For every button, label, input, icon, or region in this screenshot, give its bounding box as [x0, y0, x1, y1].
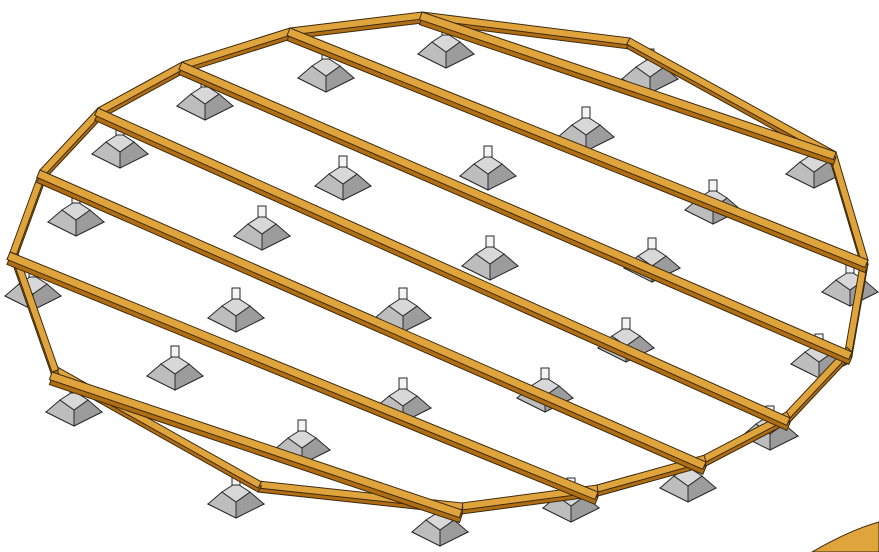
- joist: [6, 251, 599, 506]
- pier-block-layer: [3, 23, 879, 547]
- joist: [178, 61, 853, 365]
- joist-bracket: [257, 205, 267, 218]
- joist-bracket: [398, 377, 408, 390]
- joist-bracket: [581, 106, 591, 119]
- pier-block: [296, 47, 356, 93]
- perimeter-rim-board: [97, 61, 187, 119]
- joist-bracket: [708, 179, 718, 192]
- pier-block: [206, 473, 266, 519]
- perimeter-rim-board: [289, 11, 424, 40]
- joist: [36, 169, 707, 475]
- pier-block: [206, 287, 266, 333]
- joist-bracket: [338, 155, 348, 168]
- joist: [286, 27, 869, 274]
- pier-block: [820, 261, 879, 307]
- perimeter-rim-board: [181, 27, 293, 74]
- pier-block: [313, 155, 373, 201]
- joist-bracket: [540, 367, 550, 380]
- joist-layer: [6, 11, 869, 524]
- joist-bracket: [647, 237, 657, 250]
- pier-block: [416, 23, 476, 69]
- pier-block: [44, 381, 104, 427]
- joist-bracket: [398, 287, 408, 300]
- pier-block: [232, 205, 292, 251]
- pier-block: [458, 145, 518, 191]
- joist: [48, 371, 463, 524]
- adjacent-deck-edge: [811, 521, 879, 552]
- joist: [418, 11, 837, 166]
- joist-bracket: [485, 235, 495, 248]
- joist-bracket: [483, 145, 493, 158]
- joist-bracket: [231, 287, 241, 300]
- pier-block: [90, 123, 150, 169]
- pier-block: [175, 75, 235, 121]
- adjacent-deck-corner: [811, 521, 879, 552]
- pier-block: [145, 345, 205, 391]
- joist-bracket: [170, 345, 180, 358]
- pier-block: [460, 235, 520, 281]
- joist: [94, 107, 791, 431]
- joist-bracket: [621, 317, 631, 330]
- joist-bracket: [297, 419, 307, 432]
- perimeter-rim-board: [39, 107, 104, 180]
